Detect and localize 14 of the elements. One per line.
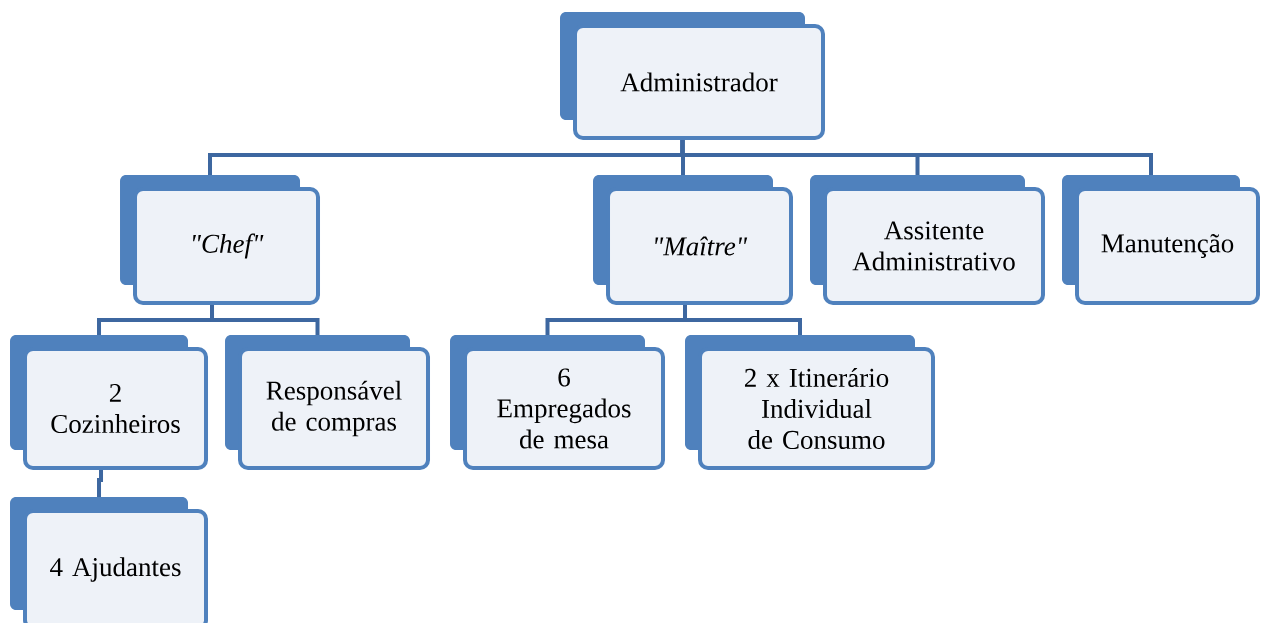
connector-line [210, 305, 320, 335]
org-box: Manutenção [1062, 175, 1260, 305]
org-box: Responsável de compras [225, 335, 430, 470]
org-box: 2 x Itinerário Individual de Consumo [685, 335, 935, 470]
org-box: "Maître" [593, 175, 793, 305]
org-box: 2 Cozinheiros [10, 335, 208, 470]
org-box: Administrador [560, 12, 825, 140]
connector-line [680, 140, 1153, 175]
connector-line [97, 470, 103, 497]
org-box: "Chef" [120, 175, 320, 305]
org-box: 6 Empregados de mesa [450, 335, 665, 470]
org-box: Assitente Administrativo [810, 175, 1045, 305]
org-box: 4 Ajudantes [10, 497, 208, 623]
connector-line [683, 305, 802, 335]
